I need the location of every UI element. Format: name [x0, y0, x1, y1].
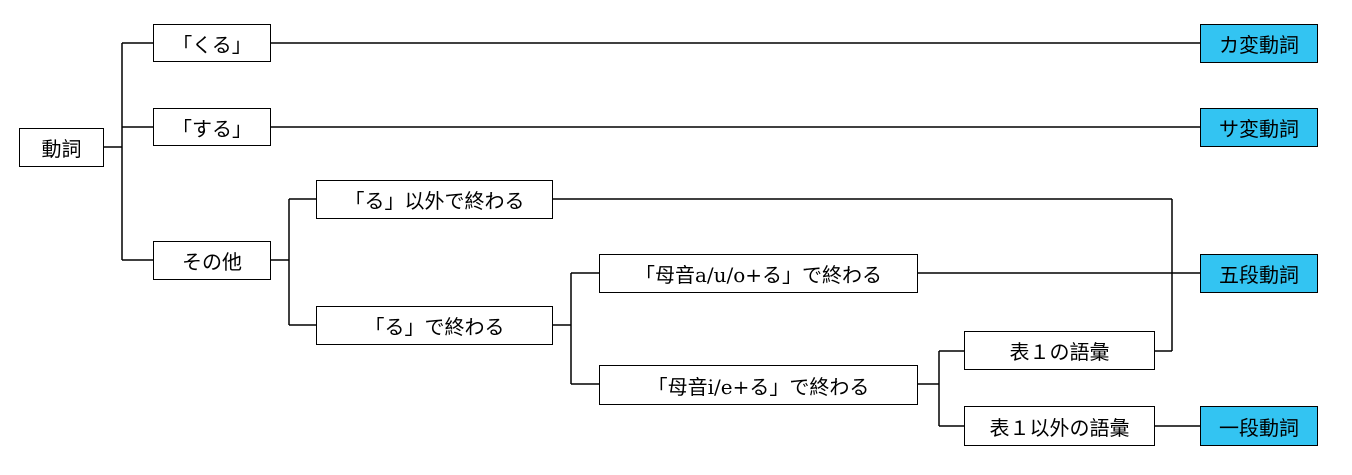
node-other: その他 [153, 241, 271, 280]
node-table1-vocab: 表１の語彙 [964, 331, 1155, 370]
node-kuru: 「くる」 [153, 24, 271, 62]
result-ichidan-verb: 一段動詞 [1200, 406, 1318, 446]
result-ka-hen-verb: カ変動詞 [1200, 24, 1318, 63]
node-not-ending-ru: 「る」以外で終わる [316, 180, 553, 219]
result-godan-verb: 五段動詞 [1200, 254, 1318, 293]
node-verb: 動詞 [19, 128, 104, 167]
node-ending-ru: 「る」で終わる [316, 306, 553, 345]
result-sa-hen-verb: サ変動詞 [1200, 108, 1318, 147]
node-vowel-ie-ru: 「母音i/e+る」で終わる [599, 365, 918, 405]
node-not-table1-vocab: 表１以外の語彙 [964, 406, 1155, 446]
node-vowel-auo-ru: 「母音a/u/o+る」で終わる [599, 254, 918, 293]
node-suru: 「する」 [153, 108, 271, 146]
